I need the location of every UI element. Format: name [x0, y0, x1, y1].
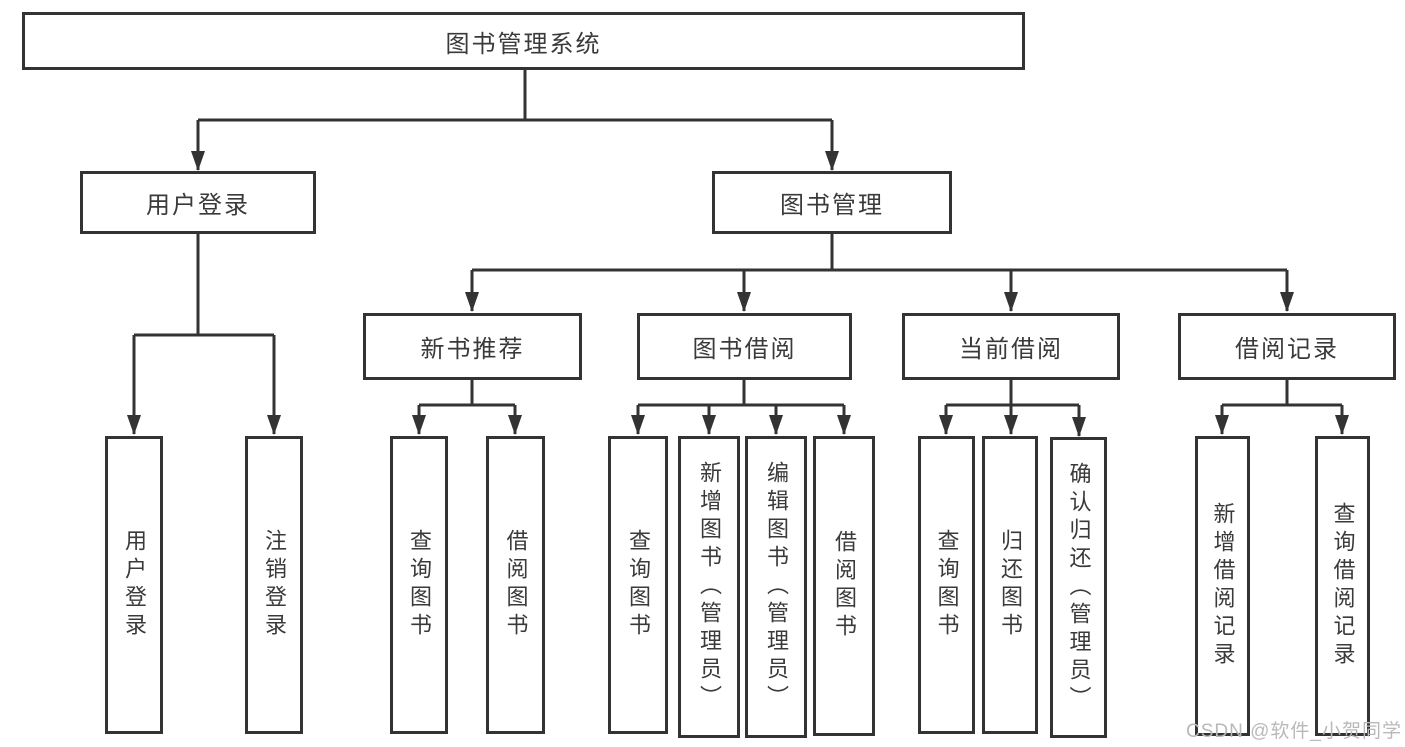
node-borrowing-records: 借阅记录: [1178, 313, 1396, 380]
node-library-management-system: 图书管理系统: [22, 12, 1025, 70]
leaf-newbook-borrow-books: 借阅图书: [486, 436, 545, 734]
leaf-newbook-query-books: 查询图书: [390, 436, 448, 734]
watermark: CSDN @软件_小贺同学: [1186, 721, 1402, 742]
node-book-management: 图书管理: [712, 171, 952, 234]
leaf-user-login: 用户登录: [105, 436, 163, 734]
leaf-borrow-borrow-books: 借阅图书: [813, 436, 875, 736]
leaf-borrow-edit-books-admin: 编辑图书（管理员）: [745, 436, 807, 738]
node-book-borrowing: 图书借阅: [637, 313, 852, 380]
leaf-records-add-borrow-record: 新增借阅记录: [1195, 436, 1250, 736]
leaf-current-return-books: 归还图书: [982, 436, 1038, 734]
leaf-borrow-add-books-admin: 新增图书（管理员）: [678, 436, 740, 738]
leaf-borrow-query-books: 查询图书: [608, 436, 668, 734]
leaf-records-query-borrow-record: 查询借阅记录: [1315, 436, 1370, 736]
node-current-borrowing: 当前借阅: [902, 313, 1120, 380]
leaf-logout-login: 注销登录: [245, 436, 303, 734]
node-new-book-recommend: 新书推荐: [363, 313, 582, 380]
leaf-current-confirm-return-admin: 确认归还（管理员）: [1050, 437, 1107, 738]
leaf-current-query-books: 查询图书: [918, 436, 975, 734]
node-user-login: 用户登录: [80, 171, 316, 234]
